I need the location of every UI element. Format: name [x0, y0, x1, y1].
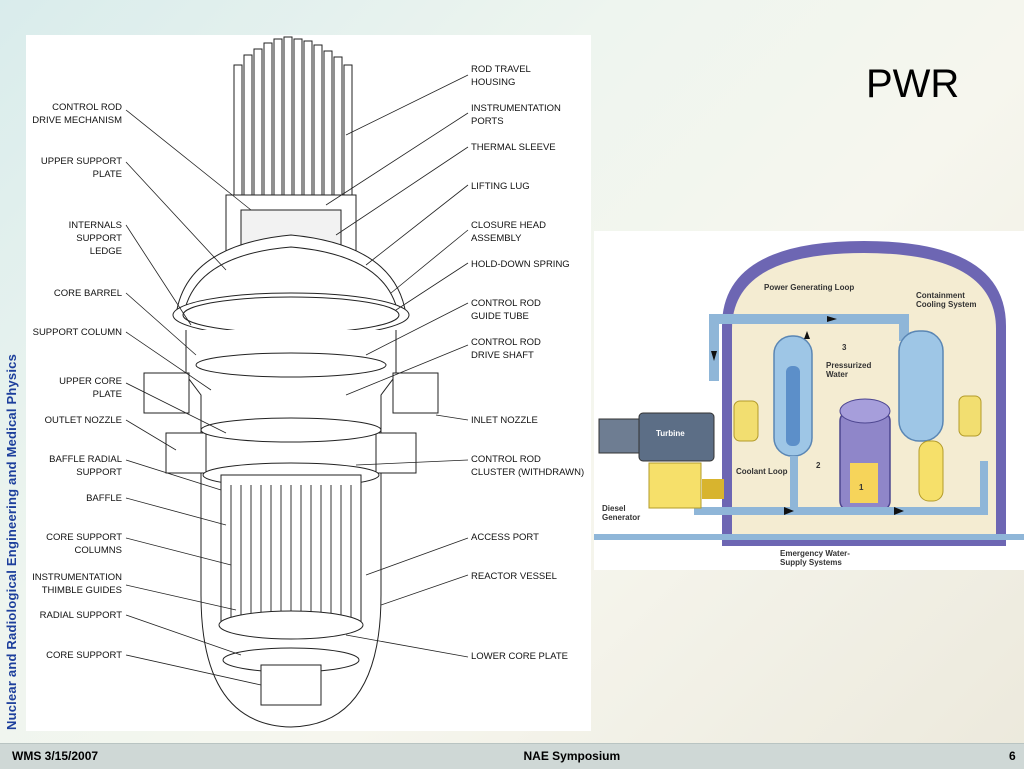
label-support-column: SUPPORT COLUMN: [32, 327, 122, 338]
label-number-3: 3: [842, 343, 847, 352]
slide-footer: WMS 3/15/2007 NAE Symposium 6: [0, 743, 1024, 769]
label-core-barrel: CORE BARREL: [53, 288, 122, 299]
footer-event: NAE Symposium: [523, 749, 621, 763]
label-power-generating-loop: Power Generating Loop: [764, 283, 855, 292]
pwr-schematic-drawing: [594, 241, 1024, 546]
label-outlet-nozzle: OUTLET NOZZLE: [44, 415, 122, 426]
label-lifting-lug: LIFTING LUG: [471, 181, 530, 192]
label-hold-down-spring: HOLD-DOWN SPRING: [471, 259, 570, 270]
label-inlet-nozzle: INLET NOZZLE: [471, 415, 538, 426]
label-emergency-water-supply: Emergency Water-Supply Systems: [780, 549, 850, 567]
label-radial-support: RADIAL SUPPORT: [39, 610, 122, 621]
vertical-department-label: Nuclear and Radiological Engineering and…: [4, 353, 19, 730]
label-baffle: BAFFLE: [86, 493, 122, 504]
label-coolant-loop: Coolant Loop: [736, 467, 788, 476]
label-number-1: 1: [859, 483, 864, 492]
reactor-cutaway-drawing: [125, 36, 469, 728]
slide-title: PWR: [866, 62, 960, 106]
label-thermal-sleeve: THERMAL SLEEVE: [471, 142, 556, 153]
label-turbine: Turbine: [656, 429, 685, 438]
footer-date: WMS 3/15/2007: [12, 749, 99, 763]
label-lower-core-plate: LOWER CORE PLATE: [471, 651, 568, 662]
label-number-2: 2: [816, 461, 821, 470]
label-reactor-vessel: REACTOR VESSEL: [471, 571, 557, 582]
label-core-support: CORE SUPPORT: [46, 650, 122, 661]
label-access-port: ACCESS PORT: [471, 532, 539, 543]
footer-page-number: 6: [1009, 749, 1016, 763]
